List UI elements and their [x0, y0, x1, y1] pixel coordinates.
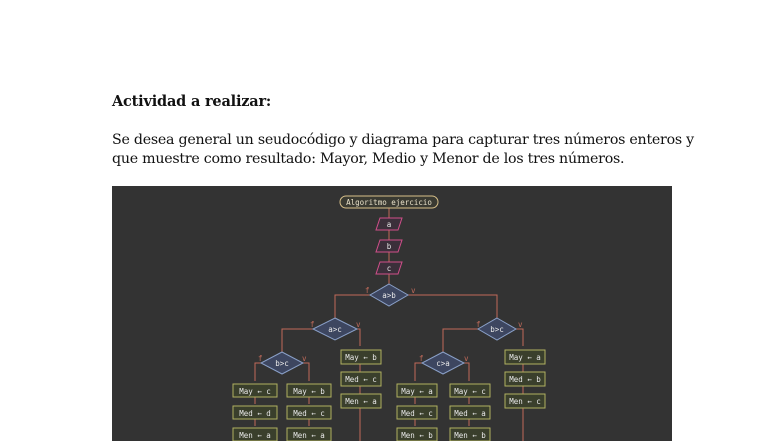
- assign-col1-may: May ← c: [239, 387, 271, 396]
- branch-label-false: f: [365, 286, 370, 295]
- assign-col5-men: Men ← b: [454, 431, 486, 440]
- flowchart-connectors: [254, 208, 524, 441]
- assign-col2-med: Med ← c: [293, 409, 325, 418]
- svg-text:a: a: [387, 220, 392, 229]
- assign-col6-may: May ← a: [509, 353, 541, 362]
- flowchart-svg: f v f v f v f v f v Algoritmo ejercicio …: [232, 195, 546, 441]
- assign-col5-may: May ← c: [454, 387, 486, 396]
- assign-col2-may: May ← b: [293, 387, 325, 396]
- decision-left-inner: b>c: [259, 351, 305, 375]
- decision-left: a>c: [311, 317, 359, 341]
- svg-text:v: v: [464, 354, 469, 363]
- description-line-2: que muestre como resultado: Mayor, Medio…: [112, 151, 625, 167]
- assign-col4-med: Med ← c: [401, 409, 433, 418]
- activity-heading: Actividad a realizar:: [112, 93, 272, 110]
- input-node-c: c: [375, 261, 403, 275]
- assign-col5-med: Med ← a: [454, 409, 486, 418]
- flowchart-title: Algoritmo ejercicio: [346, 198, 432, 207]
- svg-text:f: f: [310, 320, 315, 329]
- assign-col2-men: Men ← a: [293, 431, 325, 440]
- svg-text:b: b: [387, 242, 392, 251]
- svg-text:f: f: [476, 320, 481, 329]
- svg-text:b>c: b>c: [275, 359, 289, 368]
- svg-text:b>c: b>c: [490, 325, 504, 334]
- assignment-boxes: [232, 349, 546, 441]
- assign-col4-men: Men ← b: [401, 431, 433, 440]
- assign-col3-med: Med ← c: [345, 375, 377, 384]
- input-node-a: a: [375, 217, 403, 231]
- description-line-1: Se desea general un seudocódigo y diagra…: [112, 132, 694, 148]
- svg-text:f: f: [419, 354, 424, 363]
- activity-description: Se desea general un seudocódigo y diagra…: [112, 131, 712, 169]
- assign-col6-med: Med ← b: [509, 375, 541, 384]
- svg-text:c: c: [387, 264, 392, 273]
- svg-text:c>a: c>a: [436, 359, 450, 368]
- svg-text:v: v: [518, 320, 523, 329]
- svg-text:a>b: a>b: [382, 291, 396, 300]
- svg-text:a>c: a>c: [328, 325, 342, 334]
- assign-col1-med: Med ← d: [239, 409, 271, 418]
- flowchart-figure: f v f v f v f v f v Algoritmo ejercicio …: [112, 186, 672, 441]
- svg-text:v: v: [302, 354, 307, 363]
- branch-label-true: v: [411, 286, 416, 295]
- svg-text:v: v: [356, 320, 361, 329]
- assign-col3-men: Men ← a: [345, 397, 377, 406]
- branch-labels: f v f v f v f v f v: [258, 286, 523, 363]
- svg-text:f: f: [258, 354, 263, 363]
- decision-root: a>b: [369, 283, 409, 307]
- decision-right-inner: c>a: [420, 351, 466, 375]
- assignment-labels: May ← c Med ← d Men ← a May ← b Med ← c …: [239, 353, 541, 440]
- input-node-b: b: [375, 239, 403, 253]
- flowchart-title-node: Algoritmo ejercicio: [339, 195, 439, 209]
- assign-col3-may: May ← b: [345, 353, 377, 362]
- decision-right: b>c: [477, 317, 517, 341]
- assign-col4-may: May ← a: [401, 387, 433, 396]
- assign-col6-men: Men ← c: [509, 397, 541, 406]
- assign-col1-men: Men ← a: [239, 431, 271, 440]
